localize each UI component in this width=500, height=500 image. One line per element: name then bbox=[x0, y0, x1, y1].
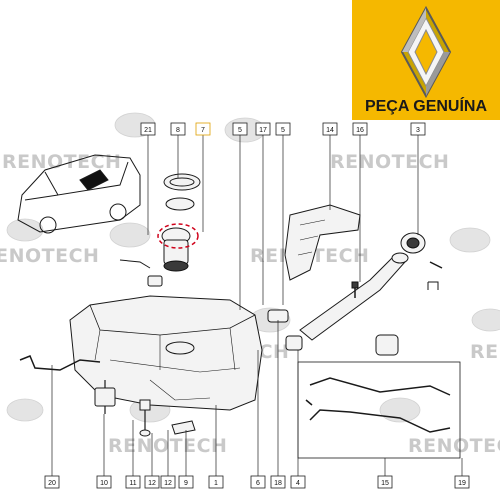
watermark-text-6: RENOTECH bbox=[470, 341, 500, 363]
callout-box-11 bbox=[125, 475, 141, 489]
callout-box-18 bbox=[270, 475, 286, 489]
heat-shield bbox=[284, 204, 361, 281]
callout-21: 21 bbox=[144, 127, 152, 134]
watermark-logo-7 bbox=[6, 398, 44, 422]
callout-box-17 bbox=[255, 122, 271, 136]
watermark-logo-3 bbox=[6, 218, 44, 242]
callout-1: 1 bbox=[214, 480, 218, 487]
callout-box-20 bbox=[44, 475, 60, 489]
callout-box-7 bbox=[195, 122, 211, 136]
callout-8: 8 bbox=[176, 127, 180, 134]
brand-badge: PEÇA GENUÍNA bbox=[352, 0, 500, 120]
watermark-logo-10 bbox=[471, 308, 500, 332]
top-callouts: 21 8 7 5 17 5 14 16 3 bbox=[140, 122, 426, 136]
callout-6: 6 bbox=[256, 480, 260, 487]
callout-10: 10 bbox=[100, 480, 108, 487]
callout-box-12b bbox=[160, 475, 176, 489]
fuel-tank bbox=[69, 295, 263, 411]
watermark-text-8: RENOTECH bbox=[408, 435, 500, 457]
callout-box-6 bbox=[250, 475, 266, 489]
pump-ring-inner bbox=[169, 177, 195, 187]
badge-text: PEÇA GENUÍNA bbox=[365, 96, 488, 115]
callout-16: 16 bbox=[356, 127, 364, 134]
callout-15: 15 bbox=[381, 480, 389, 487]
callout-19: 19 bbox=[458, 480, 466, 487]
callout-box-21 bbox=[140, 122, 156, 136]
watermark-text-1: RENOTECH bbox=[2, 151, 121, 173]
callout-box-12 bbox=[144, 475, 160, 489]
callout-box-3 bbox=[410, 122, 426, 136]
bottom-callouts: 20 10 11 12 12 9 1 6 18 4 15 19 bbox=[44, 475, 470, 489]
callout-box-16 bbox=[352, 122, 368, 136]
pump-float bbox=[147, 275, 163, 287]
pump-base bbox=[163, 260, 189, 272]
callout-12: 12 bbox=[148, 480, 156, 487]
pump-body bbox=[163, 239, 189, 265]
callout-18: 18 bbox=[274, 480, 282, 487]
callout-box-5a bbox=[232, 122, 248, 136]
callout-11: 11 bbox=[129, 480, 136, 487]
pump-seal bbox=[165, 197, 195, 211]
watermark-text-3: RENOTECH bbox=[0, 245, 99, 267]
watermark-texts: RENOTECH RENOTECH RENOTECH RENOTECH RENO… bbox=[0, 151, 500, 457]
hose-connectors bbox=[267, 309, 399, 356]
watermark-logo-9 bbox=[379, 397, 421, 423]
callout-12b: 12 bbox=[164, 480, 172, 487]
callout-9: 9 bbox=[184, 480, 188, 487]
callout-box-9 bbox=[178, 475, 194, 489]
callout-box-19 bbox=[454, 475, 470, 489]
callout-7: 7 bbox=[201, 127, 205, 134]
vehicle-outline bbox=[17, 154, 141, 234]
highlight-circle bbox=[157, 223, 199, 249]
fuel-filter bbox=[94, 380, 116, 414]
callout-20: 20 bbox=[48, 480, 56, 487]
small-parts bbox=[139, 399, 196, 437]
callout-box-8 bbox=[170, 122, 186, 136]
fuel-pump-assembly bbox=[119, 173, 201, 287]
watermark-logo-5 bbox=[109, 222, 151, 248]
watermark-logo-4 bbox=[449, 227, 491, 253]
filler-neck bbox=[299, 232, 443, 341]
callout-box-4 bbox=[290, 475, 306, 489]
callout-4: 4 bbox=[296, 480, 300, 487]
leader-lines bbox=[51, 135, 463, 476]
callout-3: 3 bbox=[416, 127, 420, 134]
callout-5a: 5 bbox=[238, 127, 242, 134]
fuel-line-20 bbox=[19, 355, 101, 371]
callout-box-10 bbox=[96, 475, 112, 489]
callout-14: 14 bbox=[326, 127, 334, 134]
callout-box-5b bbox=[275, 122, 291, 136]
watermark-text-7: RENOTECH bbox=[108, 435, 227, 457]
renault-diamond-logo bbox=[400, 5, 452, 99]
callout-box-14 bbox=[322, 122, 338, 136]
callout-17: 17 bbox=[259, 127, 267, 134]
watermark-text-2: RENOTECH bbox=[330, 151, 449, 173]
callout-5b: 5 bbox=[281, 127, 285, 134]
callout-box-1 bbox=[208, 475, 224, 489]
callout-box-15 bbox=[377, 475, 393, 489]
